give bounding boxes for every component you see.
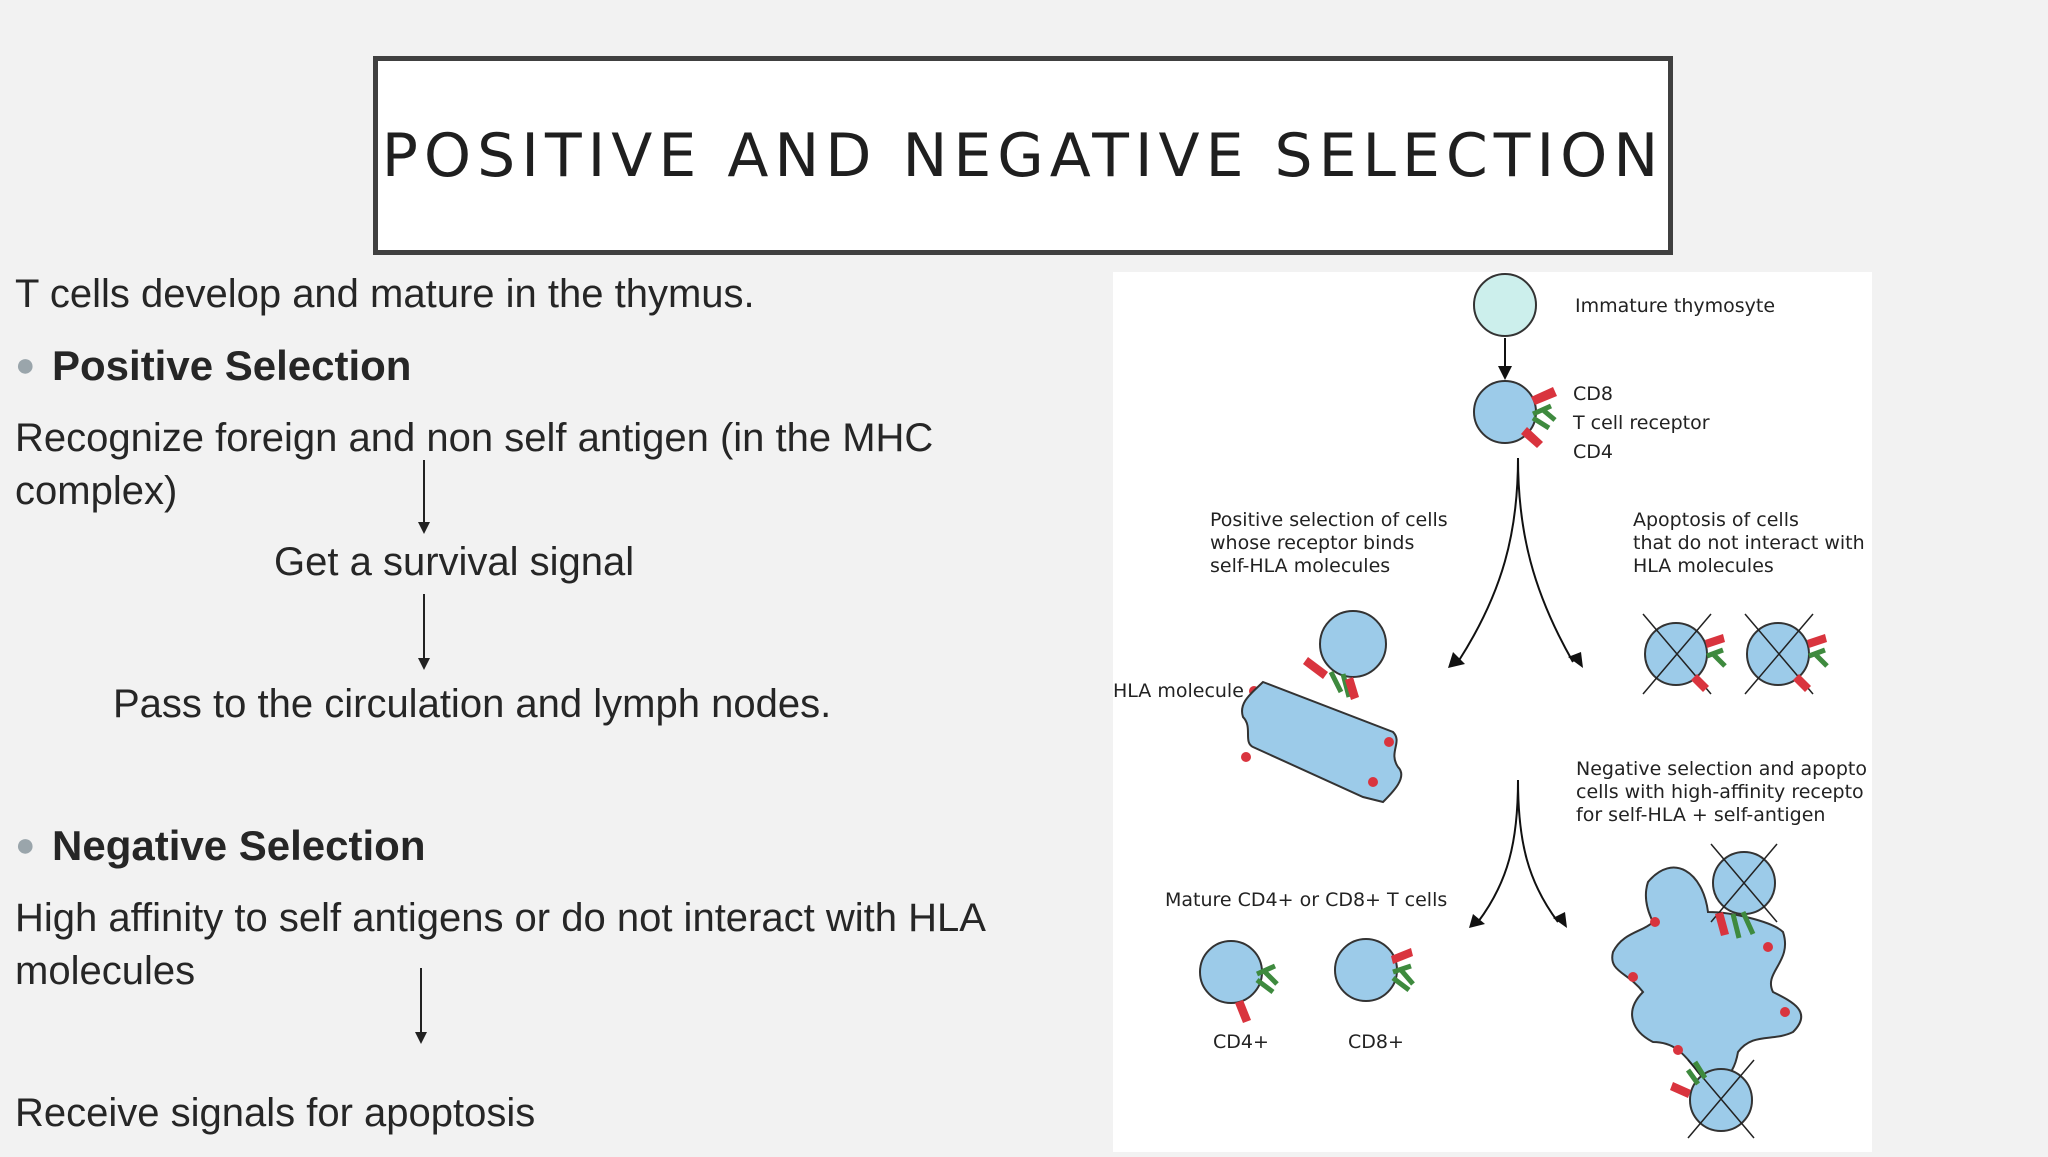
- negative-step2: Receive signals for apoptosis: [15, 1091, 536, 1135]
- bullet-icon: ●: [15, 346, 36, 384]
- label-apop-3: HLA molecules: [1633, 555, 1774, 577]
- intro-text: T cells develop and mature in the thymus…: [15, 272, 755, 316]
- cd4-cell-icon: [1199, 940, 1279, 1023]
- cd8-cell-icon: [1334, 938, 1415, 1002]
- positive-step3: Pass to the circulation and lymph nodes.: [113, 682, 832, 726]
- label-cd4: CD4: [1573, 441, 1613, 463]
- label-apop-2: that do not interact with: [1633, 532, 1865, 554]
- label-immature: Immature thymosyte: [1575, 295, 1775, 317]
- label-neg-3: for self-HLA + self-antigen: [1576, 804, 1825, 826]
- label-mature: Mature CD4+ or CD8+ T cells: [1165, 889, 1447, 911]
- positive-line1: Recognize foreign and non self antigen (…: [15, 416, 934, 460]
- positive-heading: Positive Selection: [52, 342, 412, 389]
- label-hla: HLA molecule: [1113, 680, 1244, 702]
- label-cd8plus: CD8+: [1348, 1031, 1404, 1053]
- label-cd4plus: CD4+: [1213, 1031, 1269, 1053]
- label-pos-1: Positive selection of cells: [1210, 509, 1448, 531]
- down-arrow-icon: [415, 968, 427, 1044]
- negative-line2: molecules: [15, 949, 196, 993]
- label-apop-1: Apoptosis of cells: [1633, 509, 1799, 531]
- negative-heading: Negative Selection: [52, 822, 426, 869]
- label-neg-2: cells with high-affinity recepto: [1576, 781, 1864, 803]
- slide-title: POSITIVE AND NEGATIVE SELECTION: [381, 120, 1665, 191]
- immature-cell-icon: [1473, 273, 1537, 337]
- positive-step2: Get a survival signal: [274, 540, 635, 584]
- positive-line2: complex): [15, 469, 178, 513]
- title-box: POSITIVE AND NEGATIVE SELECTION: [373, 56, 1673, 255]
- selection-diagram: Immature thymosyte CD8 T cell receptor C…: [1113, 272, 1872, 1152]
- apoptotic-cell-icon: [1642, 613, 1727, 695]
- label-pos-2: whose receptor binds: [1210, 532, 1414, 554]
- bullet-icon: ●: [15, 826, 36, 864]
- negative-line1: High affinity to self antigens or do not…: [15, 896, 986, 940]
- label-tcr: T cell receptor: [1572, 412, 1710, 434]
- tcell-receptor-icon: [1473, 380, 1557, 448]
- apoptotic-cell-icon: [1744, 613, 1829, 695]
- down-arrow-icon: [418, 594, 430, 670]
- label-cd8: CD8: [1573, 383, 1613, 405]
- label-neg-1: Negative selection and apopto: [1576, 758, 1867, 780]
- label-pos-3: self-HLA molecules: [1210, 555, 1390, 577]
- down-arrow-icon: [418, 460, 430, 534]
- dendritic-cell-icon: [1611, 843, 1803, 1139]
- hla-cell-icon: [1241, 610, 1403, 804]
